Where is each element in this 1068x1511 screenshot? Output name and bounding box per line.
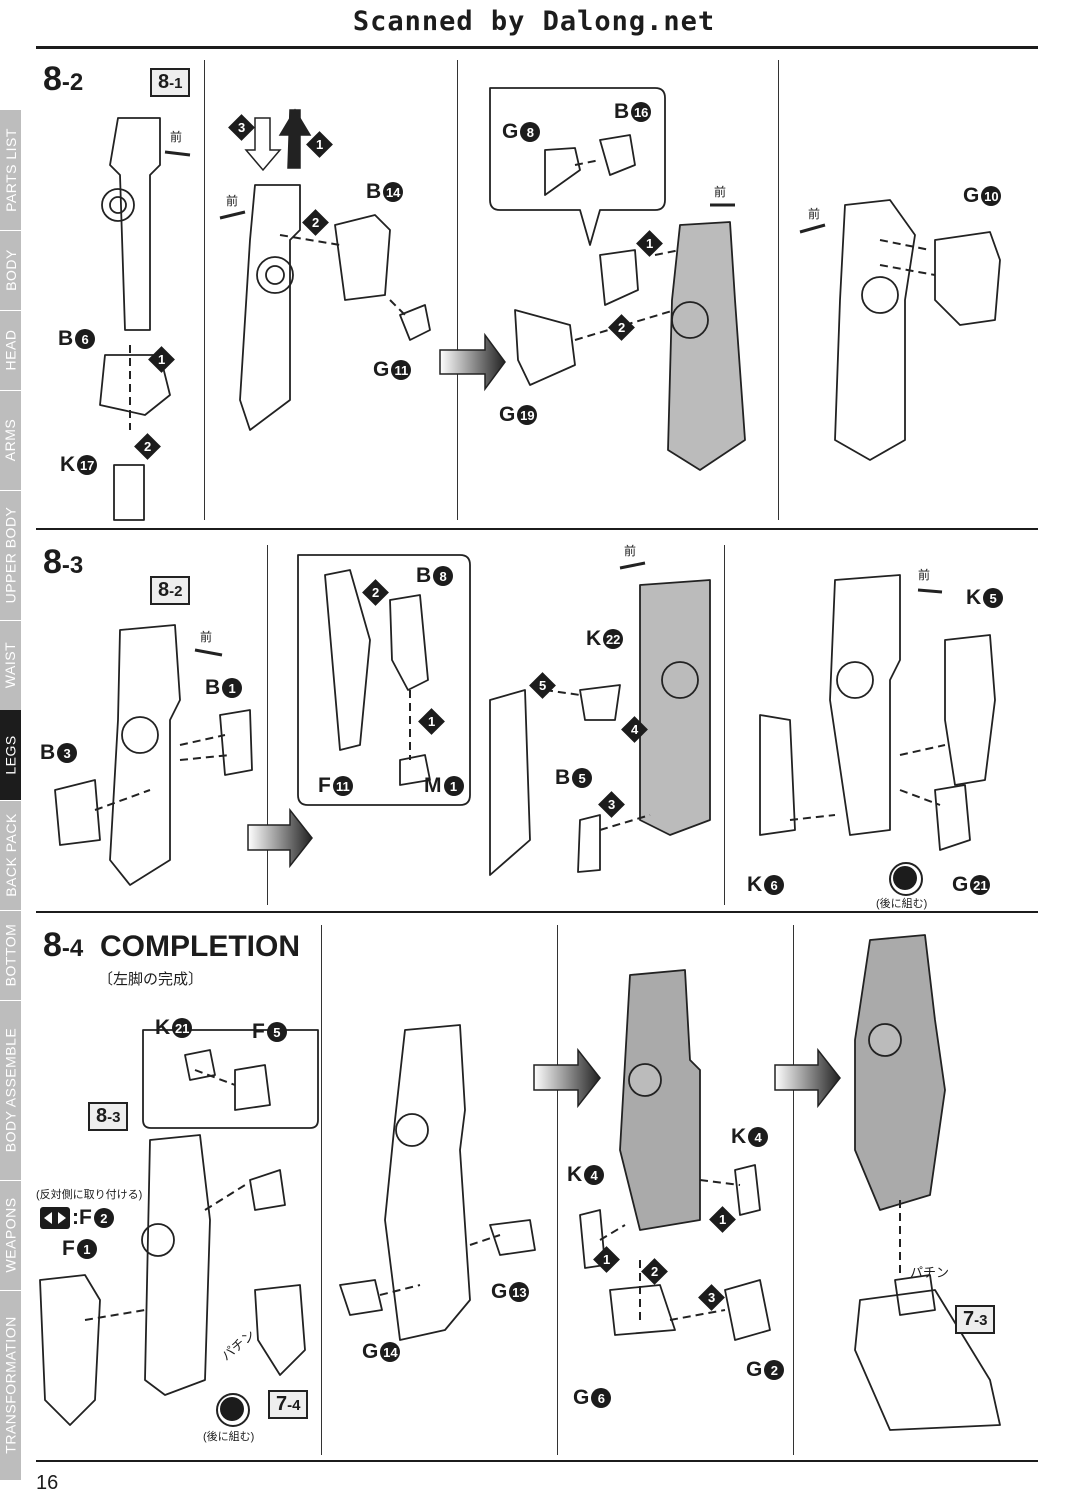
front-label: 前 [808, 207, 821, 221]
divider [321, 925, 322, 1455]
divider [267, 545, 268, 905]
click-sound-label: パチン [910, 1265, 950, 1280]
front-label: 前 [624, 544, 637, 558]
sidebar-item-legs[interactable]: LEGS [0, 710, 21, 801]
front-label: 前 [918, 568, 931, 582]
page-number: 16 [36, 1472, 59, 1494]
divider [778, 60, 779, 520]
sidebar-item-body-assemble[interactable]: BODY ASSEMBLE [0, 1000, 21, 1181]
step-number-8-3: 8-3 [43, 543, 84, 581]
front-label: 前 [226, 194, 239, 208]
section-index-sidebar: PARTS LIST BODY HEAD ARMS UPPER BODY WAI… [0, 110, 21, 1481]
later-assembly-note: (後に組む) [876, 898, 928, 910]
later-assembly-icon [216, 1393, 250, 1427]
step-reference-8-1: 8-1 [150, 68, 191, 97]
sidebar-item-upper-body[interactable]: UPPER BODY [0, 490, 21, 621]
sidebar-item-parts-list[interactable]: PARTS LIST [0, 110, 21, 231]
sidebar-item-head[interactable]: HEAD [0, 310, 21, 391]
step-reference-8-3: 8-3 [88, 1102, 129, 1131]
divider [724, 545, 725, 905]
front-label: 前 [200, 630, 213, 644]
front-label: 前 [170, 130, 183, 144]
scan-credit-header: Scanned by Dalong.net [352, 6, 716, 37]
sidebar-item-body[interactable]: BODY [0, 230, 21, 311]
step-reference-7-3: 7-3 [955, 1305, 996, 1334]
completion-title: COMPLETION [100, 930, 300, 963]
sidebar-item-bottom[interactable]: BOTTOM [0, 910, 21, 1001]
divider [204, 60, 205, 520]
top-rule [36, 46, 1038, 49]
swap-icon [40, 1207, 70, 1229]
step-number-8-4: 8-4 [43, 926, 84, 964]
divider [557, 925, 558, 1455]
section-rule-2 [36, 911, 1038, 913]
opposite-side-note: (反対側に取り付ける) [36, 1189, 143, 1201]
sidebar-item-arms[interactable]: ARMS [0, 390, 21, 491]
later-assembly-icon [889, 862, 923, 896]
step-number-8-2: 8-2 [43, 60, 84, 98]
bottom-rule [36, 1460, 1038, 1462]
sidebar-item-transformation[interactable]: TRANSFORMATION [0, 1290, 21, 1481]
sidebar-item-weapons[interactable]: WEAPONS [0, 1180, 21, 1291]
front-label: 前 [714, 185, 727, 199]
section-rule-1 [36, 528, 1038, 530]
step-reference-7-4: 7-4 [268, 1390, 309, 1419]
completion-subtitle: 〔左脚の完成〕 [98, 971, 204, 988]
divider [457, 60, 458, 520]
step-reference-8-2: 8-2 [150, 576, 191, 605]
later-assembly-note: (後に組む) [203, 1431, 255, 1443]
sidebar-item-back-pack[interactable]: BACK PACK [0, 800, 21, 911]
divider [793, 925, 794, 1455]
